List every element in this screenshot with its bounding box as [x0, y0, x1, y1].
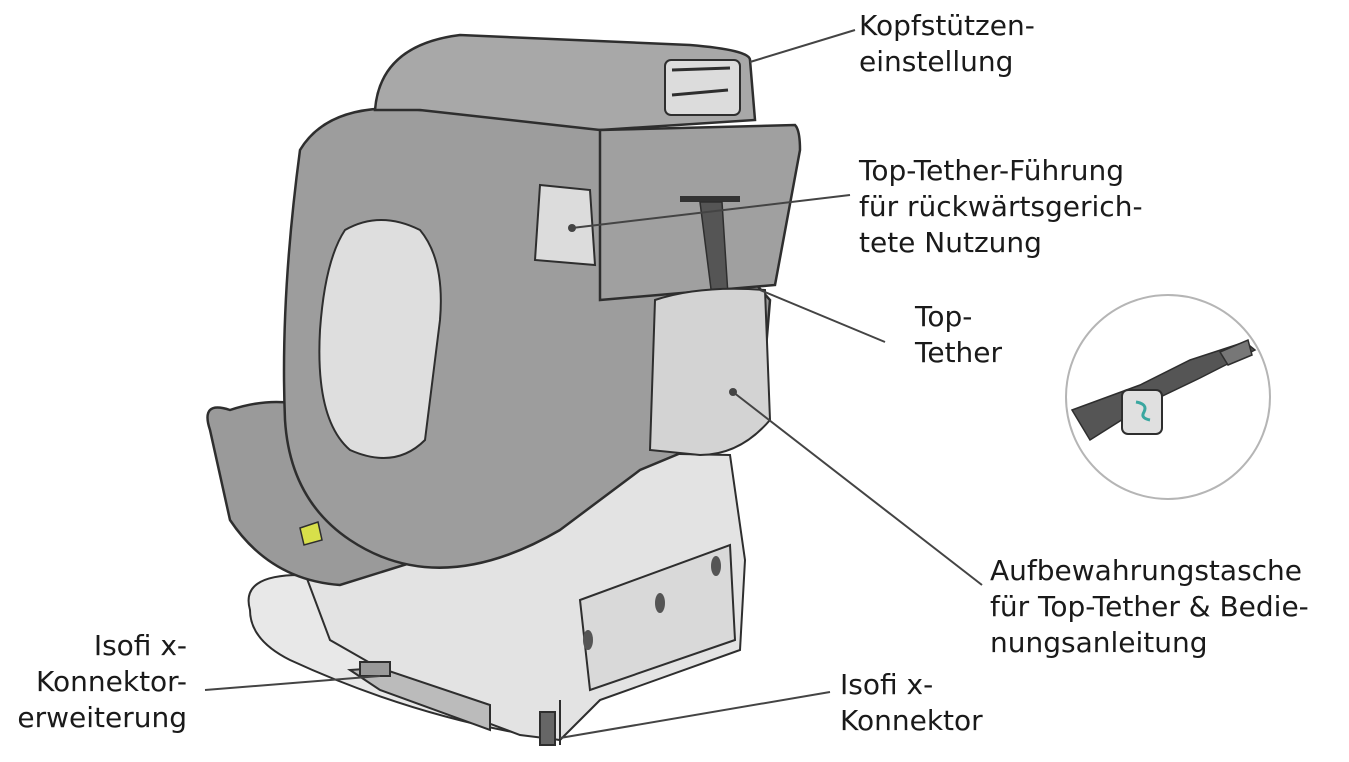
headrest-adjuster	[664, 59, 741, 116]
top-tether-guide-tag	[533, 183, 597, 267]
headrest	[373, 33, 757, 132]
label-isofix-extension: Isofi x- Konnektor- erweiterung	[17, 629, 187, 734]
label-headrest-adjustment: Kopfstützen- einstellung	[859, 9, 1035, 78]
label-top-tether: Top- Tether	[915, 300, 1003, 369]
storage-pocket	[648, 287, 772, 457]
tether-slot	[680, 196, 740, 202]
label-storage-pocket: Aufbewahrungstasche für Top-Tether & Bed…	[990, 554, 1309, 659]
label-top-tether-guide: Top-Tether-Führung für rückwärtsgerich- …	[859, 154, 1143, 259]
window-panel	[318, 219, 442, 459]
green-accent	[299, 521, 323, 546]
top-tether-detail-inset	[1065, 294, 1271, 500]
callout-lines	[204, 29, 983, 739]
label-isofix-connector: Isofi x- Konnektor	[840, 668, 983, 737]
